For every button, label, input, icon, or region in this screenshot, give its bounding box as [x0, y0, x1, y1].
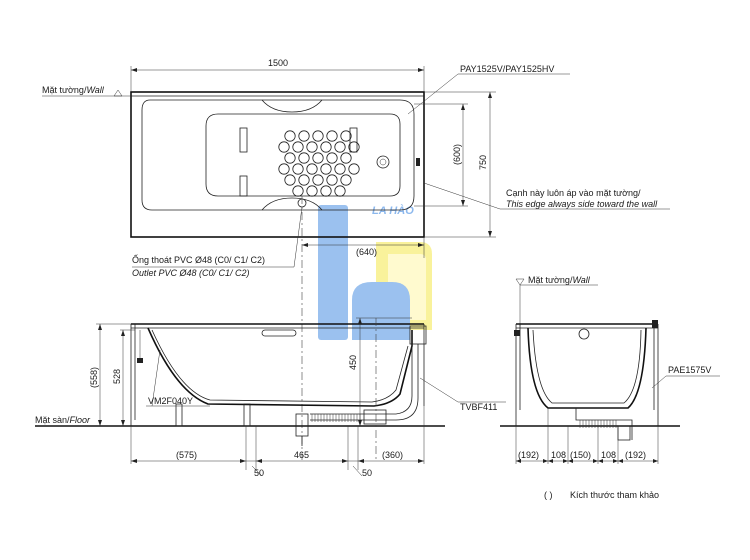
wall-label-side: Mặt tường/Wall	[528, 275, 591, 285]
anti-slip-dot	[320, 141, 332, 153]
anti-slip-dot	[278, 163, 290, 175]
dim-bottom-575: (575)	[176, 450, 197, 460]
anti-slip-dot	[340, 174, 352, 186]
anti-slip-dot	[298, 152, 310, 164]
dim-side-total: (558)	[89, 367, 99, 388]
reference-note: ( ) Kích thước tham khảo	[544, 490, 659, 500]
front-view: Mặt sàn/Floor (558) 528	[35, 317, 506, 478]
anti-slip-dot	[292, 141, 304, 153]
drain-hose	[311, 414, 361, 422]
anti-slip-dot	[334, 141, 346, 153]
anti-slip-dot	[320, 185, 332, 197]
anti-slip-dot	[278, 141, 290, 153]
anti-slip-dot	[312, 130, 324, 142]
dim-side-528: 528	[112, 369, 122, 384]
floor-label: Mặt sàn/Floor	[35, 415, 91, 425]
end-overflow-icon	[578, 328, 590, 340]
dim-bottom-50a: 50	[254, 468, 264, 478]
anti-slip-dot	[298, 174, 310, 186]
anti-slip-dot	[292, 185, 304, 197]
dim-bottom-465: 465	[294, 450, 309, 460]
end-body-profile	[527, 327, 647, 409]
edge-note-vi: Cạnh này luôn áp vào mặt tường/	[506, 188, 641, 198]
tub-floor	[205, 113, 401, 197]
anti-slip-dot	[306, 185, 318, 197]
part-label-pae1575v: PAE1575V	[668, 365, 711, 375]
note-text: Kích thước tham khảo	[570, 490, 659, 500]
tub-body-profile	[147, 327, 413, 407]
dim-end-192b: (192)	[625, 450, 646, 460]
note-paren: ( )	[544, 490, 553, 500]
anti-slip-dot	[334, 185, 346, 197]
dim-bottom-50b: 50	[362, 468, 372, 478]
part-label-tvbf411: TVBF411	[460, 402, 497, 412]
anti-slip-dot	[284, 174, 296, 186]
anti-slip-dot	[334, 163, 346, 175]
anti-slip-dot	[340, 152, 352, 164]
watermark-text: LA HÀO	[372, 204, 414, 217]
anti-slip-dot	[340, 130, 352, 142]
anti-slip-dot	[326, 152, 338, 164]
anti-slip-dot	[348, 163, 360, 175]
anti-slip-dot	[284, 130, 296, 142]
anti-slip-dot	[312, 174, 324, 186]
dim-side-450: 450	[348, 355, 358, 370]
end-view: Mặt tường/Wall PAE1575V (192) 108	[500, 275, 720, 464]
dim-end-150: (150)	[570, 450, 591, 460]
dim-end-108a: 108	[551, 450, 566, 460]
top-view: 1500 Mặt tường/Wall 750 (600) PAY1525V/P…	[42, 58, 670, 460]
tub-outer-rim	[130, 91, 425, 238]
anti-slip-dot	[306, 163, 318, 175]
watermark-logo: LA HÀO	[318, 204, 432, 340]
overflow-icon	[376, 155, 390, 169]
anti-slip-dot	[326, 174, 338, 186]
outlet-label-en: Outlet PVC Ø48 (C0/ C1/ C2)	[132, 268, 250, 278]
wall-label-top: Mặt tường/Wall	[42, 85, 105, 95]
anti-slip-dot	[284, 152, 296, 164]
dim-inner-depth: (600)	[452, 144, 462, 165]
part-label-vm2f040y: VM2F040Y	[148, 396, 193, 406]
dim-top-width: 1500	[268, 58, 288, 68]
anti-slip-dot	[326, 130, 338, 142]
outlet-label-vi: Ống thoát PVC Ø48 (C0/ C1/ C2)	[132, 254, 265, 265]
dim-drain-offset: (640)	[356, 247, 377, 257]
dim-end-192a: (192)	[518, 450, 539, 460]
anti-slip-dot	[306, 141, 318, 153]
model-label-top: PAY1525V/PAY1525HV	[460, 64, 554, 74]
dim-bottom-360: (360)	[382, 450, 403, 460]
anti-slip-dot	[312, 152, 324, 164]
anti-slip-dot	[292, 163, 304, 175]
dim-top-depth: 750	[478, 155, 488, 170]
anti-slip-dot	[298, 130, 310, 142]
dim-end-108b: 108	[601, 450, 616, 460]
edge-note-en: This edge always side toward the wall	[506, 199, 658, 209]
anti-slip-dot	[348, 141, 360, 153]
anti-slip-dot	[320, 163, 332, 175]
anti-slip-pattern	[278, 130, 360, 197]
end-drain-hose	[579, 420, 617, 428]
tub-inner-basin	[141, 99, 415, 211]
